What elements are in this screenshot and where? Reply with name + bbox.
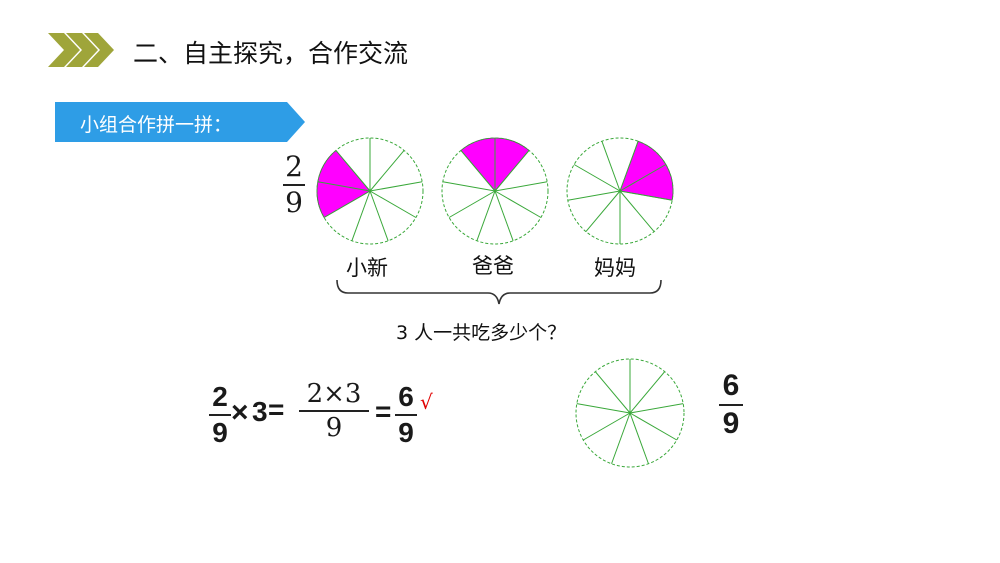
shaded-sector	[316, 149, 371, 219]
empty-pie-circle	[575, 358, 685, 468]
sector-divider	[494, 150, 530, 192]
circle-outline	[441, 137, 549, 245]
sector-divider	[629, 371, 666, 414]
given-fraction-numerator: 2	[285, 150, 303, 183]
circle-name-baba: 爸爸	[472, 254, 514, 278]
equation-equals-2: =	[375, 396, 392, 427]
sector-divider	[351, 190, 371, 241]
circle-name-xiaoxin: 小新	[346, 256, 388, 280]
sector-divider	[619, 190, 655, 232]
sector-divider	[476, 190, 496, 241]
sector-divider	[582, 412, 631, 441]
circle-name-mama: 妈妈	[594, 256, 636, 280]
equation-lhs-fraction: 2 9	[208, 383, 232, 447]
circle-outline	[566, 137, 674, 245]
sector-divider	[611, 412, 631, 464]
answer-fraction-denominator: 9	[722, 407, 740, 440]
equation-result-numerator: 6	[398, 381, 414, 412]
section-title: 二、自主探究，合作交流	[133, 39, 409, 68]
circle-outline	[575, 358, 685, 468]
sector-divider	[442, 181, 496, 192]
pie-circle-3	[566, 137, 674, 245]
sector-divider	[369, 150, 405, 192]
equation-mid-denominator: 9	[325, 412, 343, 443]
sector-divider	[369, 181, 423, 192]
sector-divider	[585, 190, 621, 232]
equation-result-fraction: 6 9	[394, 383, 418, 447]
chevron-arrows-icon	[48, 33, 114, 67]
sector-divider	[629, 403, 684, 414]
sector-divider	[576, 403, 631, 414]
equation-mid-numerator: 2×3	[306, 379, 362, 409]
sector-divider	[494, 190, 514, 241]
sector-divider	[494, 190, 542, 218]
sector-divider	[460, 150, 496, 192]
equation-lhs-denominator: 9	[212, 417, 228, 448]
equation-multiplier: 3	[252, 396, 268, 427]
equation-result-denominator: 9	[398, 417, 414, 448]
sector-divider	[629, 412, 678, 441]
sector-divider	[369, 190, 389, 241]
sector-divider	[619, 164, 667, 192]
pie-circle-1	[316, 137, 424, 245]
shaded-sector	[619, 140, 674, 201]
check-mark-icon: √	[420, 390, 433, 414]
circle-outline	[316, 137, 424, 245]
given-fraction: 2 9	[282, 153, 306, 217]
sector-divider	[629, 412, 649, 464]
sector-divider	[494, 181, 548, 192]
equation-lhs-numerator: 2	[212, 381, 228, 412]
sector-divider	[369, 190, 417, 218]
equation-times-sign: ×	[231, 396, 249, 429]
equation-equals-1: =	[268, 394, 285, 425]
sector-divider	[601, 141, 621, 192]
sector-divider	[573, 164, 621, 192]
equation-mid-fraction: 2×3 9	[298, 381, 370, 441]
given-fraction-denominator: 9	[285, 186, 303, 219]
sector-divider	[594, 371, 631, 414]
sector-divider	[619, 190, 673, 201]
sector-divider	[335, 150, 371, 192]
sector-divider	[448, 190, 496, 218]
sector-divider	[567, 190, 621, 201]
sector-divider	[323, 190, 371, 218]
sector-divider	[619, 141, 639, 192]
banner-shape	[55, 102, 305, 142]
sector-divider	[317, 181, 371, 192]
pie-circle-2	[441, 137, 549, 245]
answer-fraction: 6 9	[718, 371, 744, 439]
banner-label: 小组合作拼一拼：	[80, 114, 233, 136]
question-text: 3 人一共吃多少个？	[396, 322, 567, 344]
answer-fraction-numerator: 6	[722, 369, 740, 402]
brace-icon	[336, 279, 662, 305]
